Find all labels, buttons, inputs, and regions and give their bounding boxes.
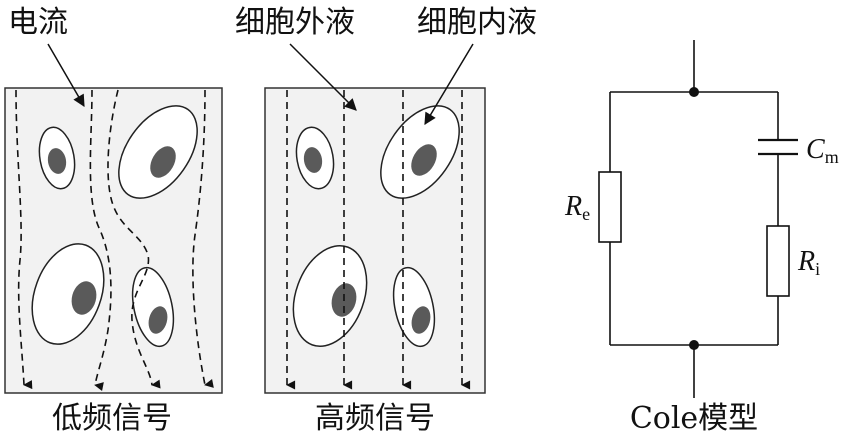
bottom-junction-dot bbox=[689, 340, 699, 350]
nucleus bbox=[71, 281, 97, 315]
ri-label: Ri bbox=[797, 246, 820, 279]
top-junction-dot bbox=[689, 87, 699, 97]
re-label: Re bbox=[564, 191, 590, 224]
high-frequency-caption: 高频信号 bbox=[315, 401, 435, 436]
nucleus bbox=[150, 146, 176, 178]
nucleus bbox=[411, 306, 431, 334]
nucleus bbox=[303, 147, 323, 173]
current-label: 电流 bbox=[8, 5, 68, 40]
cm-label: Cm bbox=[806, 134, 839, 167]
cole-model-circuit bbox=[598, 40, 798, 398]
current-leader-arrow bbox=[47, 43, 85, 108]
extracellular-leader-arrow bbox=[289, 43, 357, 111]
cell bbox=[31, 243, 105, 345]
cole-model-caption: Cole模型 bbox=[630, 401, 758, 436]
cell bbox=[295, 126, 335, 190]
cell bbox=[380, 105, 460, 199]
intracellular-label: 细胞内液 bbox=[417, 5, 537, 40]
nucleus bbox=[411, 144, 437, 176]
current-path bbox=[15, 89, 33, 390]
current-path bbox=[89, 89, 112, 392]
nucleus bbox=[148, 306, 168, 334]
high-frequency-panel: 高频信号 bbox=[264, 87, 486, 436]
cell bbox=[392, 266, 436, 348]
re-resistor bbox=[598, 171, 622, 243]
cell bbox=[131, 266, 175, 348]
intracellular-leader-arrow bbox=[424, 43, 474, 126]
ri-resistor bbox=[766, 225, 790, 297]
current-path bbox=[192, 89, 214, 388]
nucleus bbox=[47, 148, 67, 174]
extracellular-label: 细胞外液 bbox=[235, 5, 355, 40]
cell bbox=[118, 105, 198, 199]
current-path bbox=[107, 89, 161, 389]
cell bbox=[38, 126, 76, 190]
low-frequency-caption: 低频信号 bbox=[52, 401, 172, 436]
low-frequency-panel: 低频信号 bbox=[4, 87, 223, 436]
